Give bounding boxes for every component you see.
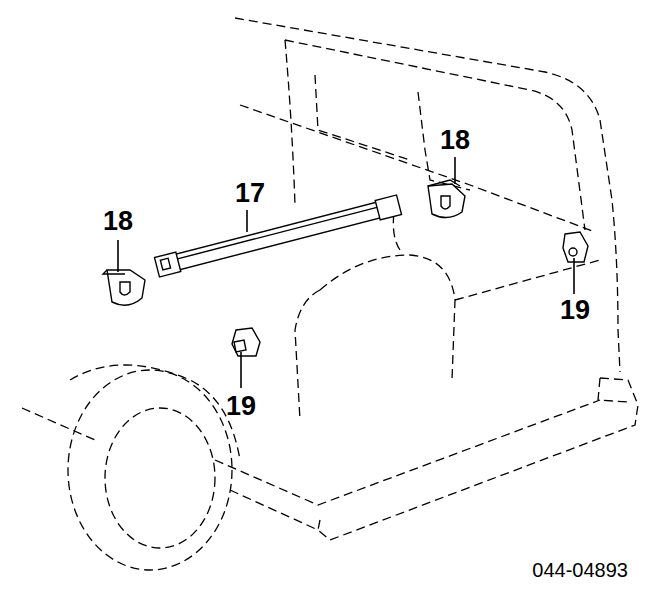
clip-body	[428, 184, 465, 218]
part-19-clip-left	[232, 328, 260, 356]
callout-number: 18	[103, 208, 133, 235]
bar-end-slot	[160, 258, 170, 270]
quarter-panel-line	[455, 260, 600, 300]
front-line	[22, 408, 95, 440]
leader-line	[240, 352, 242, 388]
clip-body	[107, 270, 145, 305]
front-wheel-inner	[105, 408, 215, 548]
rear-glass-outline	[285, 40, 585, 230]
leader-line	[246, 210, 248, 232]
callout-number: 18	[440, 127, 470, 154]
front-wheel-arch	[70, 365, 240, 460]
leader-lines	[118, 157, 574, 388]
clip-hole	[569, 248, 577, 256]
door-edge	[295, 290, 320, 420]
bumper-edge	[598, 378, 628, 402]
bar-body	[170, 201, 387, 272]
body-outline	[22, 18, 638, 570]
clip-body	[232, 328, 260, 356]
roof-rear-outline	[235, 18, 620, 372]
drawing-number: 044-04893	[532, 560, 628, 580]
leader-line	[117, 240, 119, 272]
leader-line	[454, 157, 456, 184]
belt-line	[240, 105, 595, 232]
clip-hole	[120, 282, 130, 295]
rocker-line	[230, 490, 320, 530]
pillar-line	[285, 40, 295, 205]
callout-number: 19	[560, 297, 590, 324]
clip-hole	[441, 196, 450, 209]
bar-end-cap	[154, 252, 180, 277]
part-18-clip-right	[428, 180, 465, 218]
front-wheel-outer	[68, 370, 232, 570]
part-17-bar	[154, 195, 401, 277]
part-19-clip-right	[563, 232, 588, 262]
clip-flange	[103, 270, 125, 274]
sill-line	[215, 400, 600, 505]
rear-wheel-arch	[320, 255, 455, 380]
part-18-clip-left	[103, 270, 145, 305]
rear-bumper	[318, 378, 638, 540]
bar-edge	[171, 206, 384, 261]
bar-end-cap	[375, 195, 401, 220]
callout-number: 17	[235, 180, 265, 207]
clip-body	[563, 232, 588, 262]
leader-line	[573, 258, 575, 294]
clip-tab	[234, 340, 246, 352]
callout-number: 19	[226, 393, 256, 420]
